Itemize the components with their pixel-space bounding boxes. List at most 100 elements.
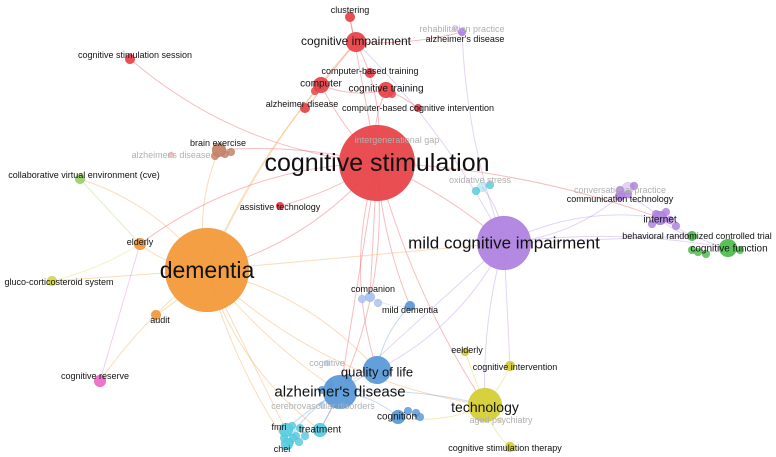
node-technology[interactable]: [467, 387, 503, 423]
label-fmri: fmri: [272, 422, 287, 432]
label-elderly: elderly: [127, 237, 154, 247]
node-assistive-technology[interactable]: [275, 201, 285, 211]
label-computer: computer: [300, 79, 342, 90]
label-brain-exercise: brain exercise: [190, 138, 246, 148]
label-alzheimers-disease-top: alzheimer's disease: [426, 34, 505, 44]
label-cognitive-reserve: cognitive reserve: [61, 371, 129, 381]
node-audit[interactable]: [150, 309, 162, 321]
label-assistive-technology: assistive technology: [240, 202, 321, 212]
node-companion[interactable]: [364, 291, 376, 303]
label-aged-psychiatry: aged psychiatry: [469, 415, 533, 425]
node-mild-cognitive-impairment[interactable]: [476, 215, 532, 271]
node-chei[interactable]: [280, 437, 294, 451]
label-gluco-corticosteroid-system: gluco-corticosteroid system: [4, 277, 113, 287]
label-dementia: dementia: [160, 257, 255, 283]
label-cognitive-stimulation-session: cognitive stimulation session: [78, 50, 192, 60]
label-alzheimers-disease-faint: alzheimer's disease: [132, 150, 211, 160]
node-fmri[interactable]: [278, 422, 294, 438]
node-oxidative-stress[interactable]: [476, 181, 488, 193]
satellite-node-fmri-3: [295, 423, 305, 433]
label-clustering: clustering: [331, 5, 370, 15]
label-rehabilitation-practice: rehabilitation practice: [419, 24, 504, 34]
label-treatment: treatment: [299, 425, 341, 436]
edge-gluco-corticosteroid-system-elderly: [51, 243, 141, 282]
label-oxidative-stress: oxidative stress: [449, 175, 512, 185]
node-alzheimers-disease-top[interactable]: [457, 27, 467, 37]
node-cognitive-impairment[interactable]: [345, 31, 367, 53]
node-computer-based-cognitive-intervention[interactable]: [413, 103, 423, 113]
node-cognitive-intervention[interactable]: [504, 360, 516, 372]
node-quality-of-life[interactable]: [362, 355, 392, 385]
satellite-node-chei-2: [300, 431, 310, 441]
label-alzheimers-disease-blue: alzheimer's disease: [274, 384, 405, 401]
label-cognition: cognition: [377, 412, 417, 423]
label-cognitive-intervention: cognitive intervention: [473, 362, 558, 372]
label-collaborative-virtual-environment: collaborative virtual environment (cve): [8, 170, 160, 180]
satellite-node-companion-0: [357, 294, 367, 304]
node-mild-dementia[interactable]: [404, 300, 416, 312]
edge-cognitive-impairment-alzheimers-disease-top: [355, 31, 463, 44]
label-cognitive-stimulation: cognitive stimulation: [264, 149, 489, 177]
node-collaborative-virtual-environment[interactable]: [74, 173, 86, 185]
node-cerebrovascular-disorders[interactable]: [318, 401, 326, 409]
node-alzheimers-disease-blue[interactable]: [322, 374, 358, 410]
node-alzheimer-disease[interactable]: [299, 102, 311, 114]
node-clustering[interactable]: [344, 11, 356, 23]
label-alzheimer-disease: alzheimer disease: [266, 99, 339, 109]
satellite-node-cognition-0: [403, 406, 413, 416]
node-behavioral-randomized-controlled-trial[interactable]: [686, 230, 698, 242]
node-cognitive-reserve[interactable]: [93, 374, 107, 388]
node-dementia[interactable]: [164, 227, 250, 313]
node-communication-technology[interactable]: [614, 190, 626, 202]
satellite-node-internet-4: [671, 221, 681, 231]
satellite-node-companion-1: [373, 298, 383, 308]
node-gluco-corticosteroid-system[interactable]: [46, 275, 58, 287]
label-conversational-practice: conversational practice: [574, 185, 666, 195]
label-quality-of-life: quality of life: [341, 365, 413, 380]
edge-collaborative-virtual-environment-elderly: [79, 178, 141, 245]
label-cognitive-stimulation-therapy: cognitive stimulation therapy: [448, 443, 562, 453]
node-cognition[interactable]: [390, 409, 406, 425]
node-brain-exercise[interactable]: [211, 142, 227, 158]
satellite-node-oxidative-stress-0: [485, 180, 495, 190]
label-behavioral-randomized-controlled-trial: behavioral randomized controlled trial: [622, 231, 772, 241]
label-cognitive-function: cognitive function: [690, 244, 767, 255]
satellite-node-oxidative-stress-1: [471, 186, 481, 196]
node-computer[interactable]: [312, 76, 330, 94]
edge-mild-cognitive-impairment-cognitive-function: [503, 235, 729, 249]
label-computer-based-cognitive-intervention: computer-based cognitive intervention: [342, 103, 494, 113]
node-internet[interactable]: [652, 210, 668, 226]
label-communication-technology: communication technology: [567, 194, 674, 204]
node-treatment[interactable]: [312, 422, 328, 438]
node-elderly[interactable]: [133, 237, 147, 251]
satellite-node-cognitive-function-2: [687, 245, 697, 255]
node-intergenerational-gap[interactable]: [393, 136, 401, 144]
node-cognitive-stimulation-therapy[interactable]: [504, 441, 516, 453]
node-cognitive-stimulation[interactable]: [338, 124, 416, 202]
node-aged-psychiatry[interactable]: [496, 416, 504, 424]
satellite-node-conversational-practice-1: [629, 181, 639, 191]
edge-mild-cognitive-impairment-alzheimers-disease-top: [461, 31, 505, 244]
node-rehabilitation-practice[interactable]: [451, 24, 459, 32]
node-cognitive-training[interactable]: [377, 81, 395, 99]
node-computer-based-training[interactable]: [364, 67, 376, 79]
label-cognitive-faint: cognitive: [309, 358, 345, 368]
node-conversational-practice[interactable]: [621, 181, 635, 195]
label-chei: chei: [274, 444, 291, 454]
satellite-node-cognitive-function-1: [701, 249, 711, 259]
node-eelderly[interactable]: [460, 347, 470, 357]
node-cognitive-function[interactable]: [718, 238, 738, 258]
node-cognitive-faint[interactable]: [323, 359, 331, 367]
label-computer-based-training: computer-based training: [321, 66, 418, 76]
edge-cognitive-reserve-elderly: [99, 243, 141, 382]
label-mild-dementia: mild dementia: [382, 305, 438, 315]
node-alzheimers-disease-faint[interactable]: [167, 151, 175, 159]
label-technology: technology: [451, 399, 519, 415]
node-cognitive-stimulation-session[interactable]: [124, 53, 136, 65]
label-eelderly: eelderly: [451, 345, 483, 355]
edge-mild-cognitive-impairment-cognitive-impairment: [355, 41, 505, 244]
label-cognitive-training: cognitive training: [348, 84, 423, 95]
edge-mild-cognitive-impairment-alzheimers-disease-blue: [339, 242, 505, 393]
